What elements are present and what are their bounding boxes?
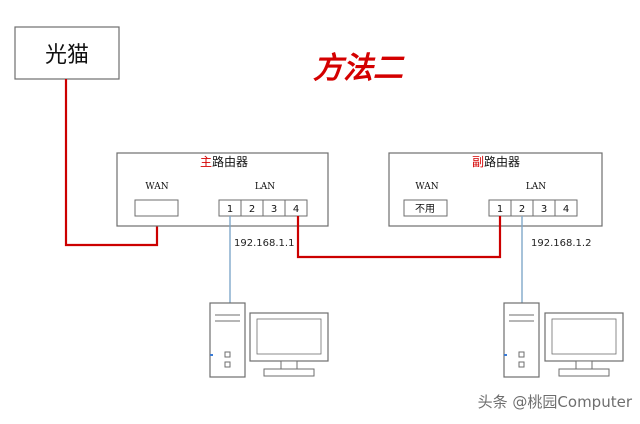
main-router-lan-label: LAN	[255, 182, 275, 192]
pc-right	[503, 302, 624, 378]
sub-lan-port-label-1: 1	[497, 204, 503, 215]
pc-tower-icon	[209, 302, 246, 378]
main-lan-port-label-4: 4	[293, 204, 299, 215]
main-router-wan-label: WAN	[145, 182, 168, 192]
pc-left	[209, 302, 329, 378]
main-router-lan-ports: 1 2 3 4	[218, 199, 308, 217]
main-lan-port-label-1: 1	[227, 204, 233, 215]
main-lan-port-label-3: 3	[271, 204, 277, 215]
sub-router-wan-port-text: 不用	[415, 204, 435, 215]
diagram-title: 方法二	[313, 51, 405, 86]
sub-router-lan-label: LAN	[526, 182, 546, 192]
main-router-title-rest: 路由器	[212, 154, 248, 169]
main-router-wan-port	[134, 199, 179, 217]
modem-box	[14, 26, 120, 80]
sub-router-wan-label: WAN	[415, 182, 438, 192]
sub-router-wan-port	[403, 199, 448, 217]
main-lan-port-label-2: 2	[249, 204, 255, 215]
main-router-ip: 192.168.1.1	[234, 238, 294, 249]
sub-router-title: 副路由器	[472, 154, 520, 169]
pc-tower-icon	[503, 302, 540, 378]
cable-main-lan4-to-sub-lan1	[296, 216, 502, 259]
cable-modem-to-main-wan	[64, 79, 159, 247]
modem-label: 光猫	[45, 43, 89, 68]
sub-lan-port-4	[554, 199, 578, 217]
monitor-icon	[544, 312, 624, 377]
sub-lan-port-label-2: 2	[519, 204, 525, 215]
sub-router-title-highlight: 副	[472, 155, 484, 169]
main-router-title: 主路由器	[200, 154, 248, 169]
watermark: 头条 @桃园Computer	[478, 393, 633, 411]
main-router-title-highlight: 主	[200, 155, 212, 169]
main-lan-port-4	[284, 199, 308, 217]
sub-router-title-rest: 路由器	[484, 154, 520, 169]
sub-lan-port-label-4: 4	[563, 204, 569, 215]
sub-lan-port-label-3: 3	[541, 204, 547, 215]
sub-router-lan-ports: 1 2 3 4	[488, 199, 578, 217]
sub-router-ip: 192.168.1.2	[531, 238, 591, 249]
monitor-icon	[249, 312, 329, 377]
